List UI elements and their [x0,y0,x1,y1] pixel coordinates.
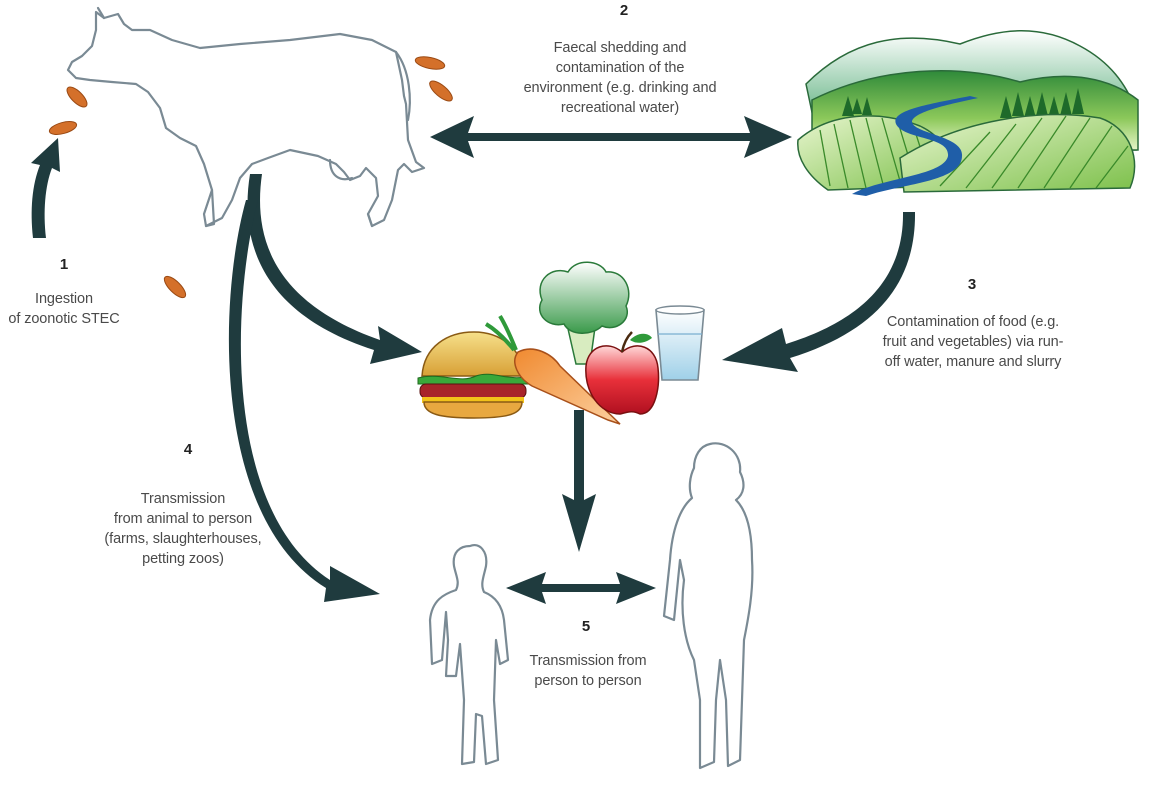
arrow-cow-to-food [247,174,422,364]
woman-silhouette-icon [662,442,754,770]
step-4-number: 4 [183,441,193,458]
arrow-person-to-person [506,572,656,604]
step-4-line: (farms, slaughterhouses, [104,531,262,547]
step-2-line: Faecal shedding and [553,40,687,56]
arrows [31,116,916,604]
step-5-number: 5 [581,618,591,635]
step-4-description: Transmission from animal to person (farm… [78,489,288,569]
step-4-line: from animal to person [113,511,253,527]
step-2-description: Faecal shedding and contamination of the… [500,38,740,118]
step-1-description: Ingestion of zoonotic STEC [0,289,134,329]
step-1-line: of zoonotic STEC [8,311,120,327]
cow-icon [66,6,426,228]
landscape-icon [797,30,1139,196]
apple-icon [585,331,660,415]
step-5-line: Transmission from [529,653,647,669]
carrot-icon [484,314,621,425]
arrow-shedding [430,116,792,158]
step-3-description: Contamination of food (e.g. fruit and ve… [866,312,1080,372]
step-1-line: Ingestion [35,291,93,307]
arrow-food-to-people [562,410,596,552]
step-3-line: Contamination of food (e.g. [886,314,1060,330]
contaminant-grain-icon [48,56,453,299]
step-1-number: 1 [59,256,69,273]
broccoli-icon [539,261,630,365]
step-2-line: recreational water) [560,100,680,116]
step-2-number: 2 [619,2,629,19]
step-4-line: Transmission [140,491,226,507]
hamburger-icon [417,331,529,419]
step-2-line: contamination of the [555,60,685,76]
arrow-animal-to-person [228,200,380,602]
arrow-food-contamination [722,212,916,372]
step-2-line: environment (e.g. drinking and [523,80,717,96]
step-3-number: 3 [967,276,977,293]
step-3-line: fruit and vegetables) via run- [882,334,1064,350]
step-3-line: off water, manure and slurry [884,354,1062,370]
step-4-line: petting zoos) [142,551,224,567]
child-silhouette-icon [428,544,510,766]
step-5-line: person to person [534,673,642,689]
water-glass-icon [655,305,705,381]
step-5-description: Transmission from person to person [506,651,670,691]
arrow-ingestion [31,138,60,238]
